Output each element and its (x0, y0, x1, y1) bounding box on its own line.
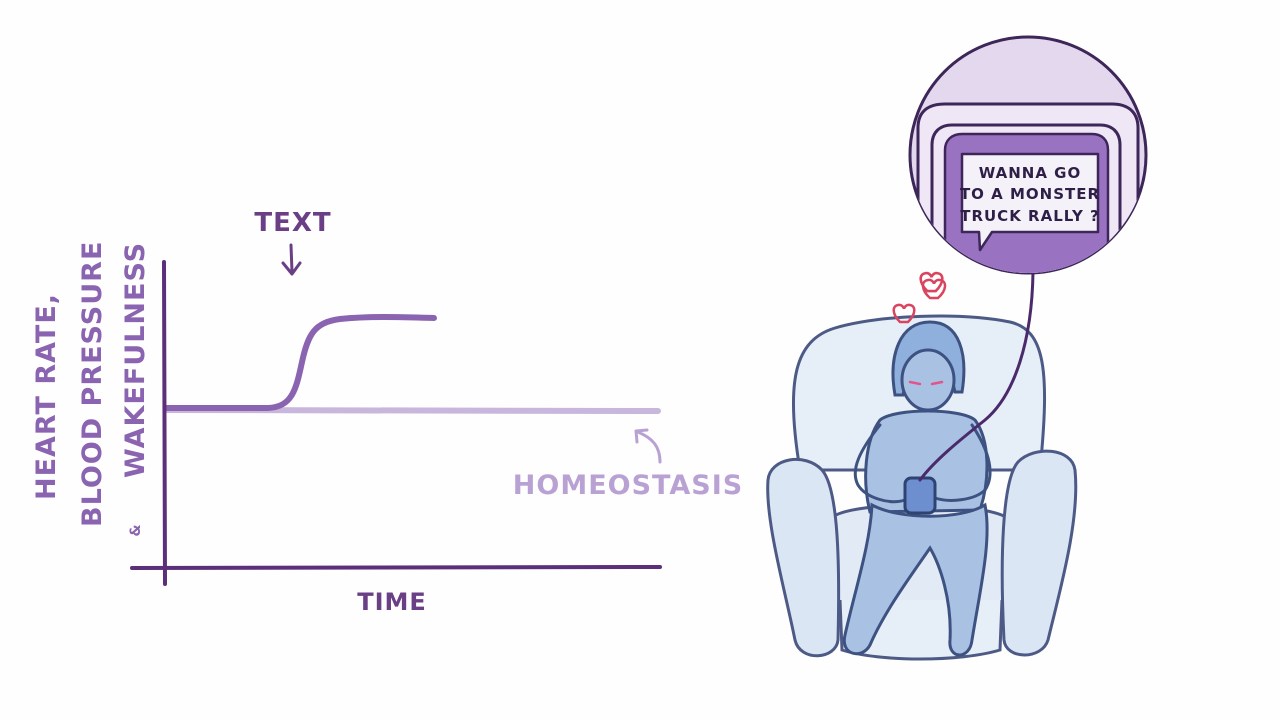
thought-bubble: Wanna Go To A Monster Truck Rally ? (908, 35, 1148, 275)
y-axis (162, 260, 167, 586)
heart-icon (921, 278, 947, 300)
y-label-amp: & (128, 523, 144, 536)
person-head (900, 348, 956, 412)
person-eye-right (930, 380, 944, 386)
armchair-left-arm (766, 457, 841, 658)
annotation-homeostasis-arrow (634, 428, 662, 464)
heart-icon (919, 271, 944, 293)
message-line-3: Truck Rally ? (960, 207, 1100, 225)
message-line-2: To A Monster (960, 185, 1100, 203)
person-legs (842, 502, 989, 657)
graph: Heart Rate, Blood Pressure & Wakefulness… (31, 208, 743, 616)
person-torso (864, 409, 989, 514)
y-label-line2: Blood Pressure (77, 241, 108, 527)
y-axis-label: Heart Rate, Blood Pressure & Wakefulness (31, 241, 151, 537)
armchair-right-arm (1000, 449, 1078, 657)
annotation-text-label: Text (254, 208, 331, 238)
person-left-arm (853, 423, 907, 504)
annotation-homeostasis-label: Homeostasis (513, 470, 743, 501)
phone-cord (918, 270, 1035, 482)
person-eye-left (908, 380, 922, 386)
annotation-text-arrow (281, 243, 302, 276)
y-label-line3: Wakefulness (120, 242, 151, 478)
response-curve (163, 314, 437, 411)
heart-icon (892, 303, 916, 324)
person-on-armchair (766, 270, 1078, 661)
message-bubble (960, 152, 1100, 252)
person-right-arm (933, 423, 992, 502)
x-axis (130, 565, 662, 570)
x-axis-label: Time (357, 588, 427, 616)
message-line-1: Wanna Go (979, 164, 1081, 182)
y-label-line1: Heart Rate, (31, 293, 62, 500)
phone-icon (903, 476, 937, 515)
